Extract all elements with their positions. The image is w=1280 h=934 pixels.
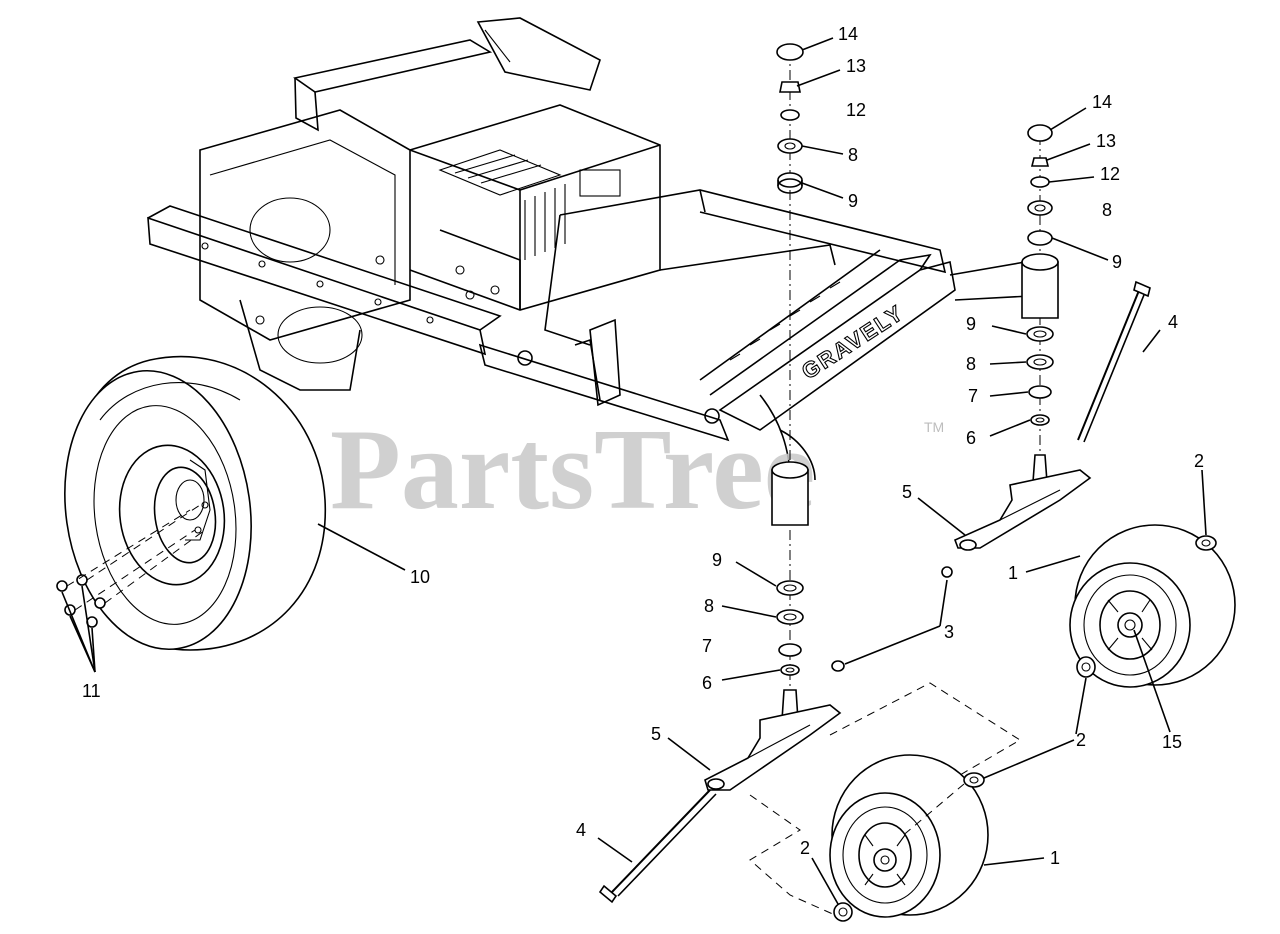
callout-5-upper: 5 (902, 482, 912, 502)
callout-11: 11 (82, 681, 101, 701)
callout-9-lower: 9 (712, 550, 722, 570)
callout-2-bottom: 2 (800, 838, 810, 858)
callout-9-right-lower: 9 (966, 314, 976, 334)
caster-fork-upper (953, 454, 1092, 551)
left-kingpin-assembly (771, 43, 809, 700)
callout-8-right: 8 (1102, 200, 1112, 220)
right-kingpin-assembly (1021, 124, 1059, 460)
callout-15: 15 (1162, 732, 1182, 752)
nut-mid (1076, 656, 1096, 678)
callout-8-lower: 8 (704, 596, 714, 616)
lug-nuts (56, 504, 206, 673)
callout-3: 3 (944, 622, 954, 642)
caster-fork-lower (704, 689, 842, 791)
callout-9-left: 9 (848, 191, 858, 211)
callout-4-upper: 4 (1168, 312, 1178, 332)
axle-bolt-upper (1077, 280, 1151, 443)
callout-6-lower: 6 (702, 673, 712, 693)
callout-1-lower: 1 (1050, 848, 1060, 868)
callout-9-right: 9 (1112, 252, 1122, 272)
callout-12-left: 12 (846, 100, 866, 120)
callout-8-right-lower: 8 (966, 354, 976, 374)
assembly-guides (749, 682, 1021, 916)
callout-12-right: 12 (1100, 164, 1120, 184)
callout-7-right-lower: 7 (968, 386, 978, 406)
axle-bolt-lower (598, 789, 717, 904)
frame-brand-text: GRAVELY (797, 300, 908, 385)
watermark: PartsTree TM (330, 406, 944, 534)
watermark-text: PartsTree (330, 406, 815, 534)
rear-wheel (64, 355, 326, 651)
washer-3-parts (831, 566, 953, 672)
callout-2-mid: 2 (1076, 730, 1086, 750)
callout-8-left: 8 (848, 145, 858, 165)
caster-wheel-lower (829, 754, 989, 918)
callout-13-right: 13 (1096, 131, 1116, 151)
callout-1-upper: 1 (1008, 563, 1018, 583)
nut-lower-right (899, 772, 985, 839)
callout-7-lower: 7 (702, 636, 712, 656)
callout-13-left: 13 (846, 56, 866, 76)
callout-2-right: 2 (1194, 451, 1204, 471)
watermark-trademark: TM (924, 419, 944, 435)
callout-14-left: 14 (838, 24, 858, 44)
nut-right-top (1195, 535, 1217, 551)
leader-lines (317, 37, 1207, 905)
callout-6-right-lower: 6 (966, 428, 976, 448)
callout-4-lower: 4 (576, 820, 586, 840)
callout-14-right: 14 (1092, 92, 1112, 112)
callout-labels: 14 13 12 8 9 14 13 12 8 9 9 8 7 6 9 8 7 … (82, 24, 1204, 868)
callout-5-lower: 5 (651, 724, 661, 744)
caster-wheel-upper (1069, 524, 1236, 688)
callout-10: 10 (410, 567, 430, 587)
nut-bottom (833, 902, 853, 922)
